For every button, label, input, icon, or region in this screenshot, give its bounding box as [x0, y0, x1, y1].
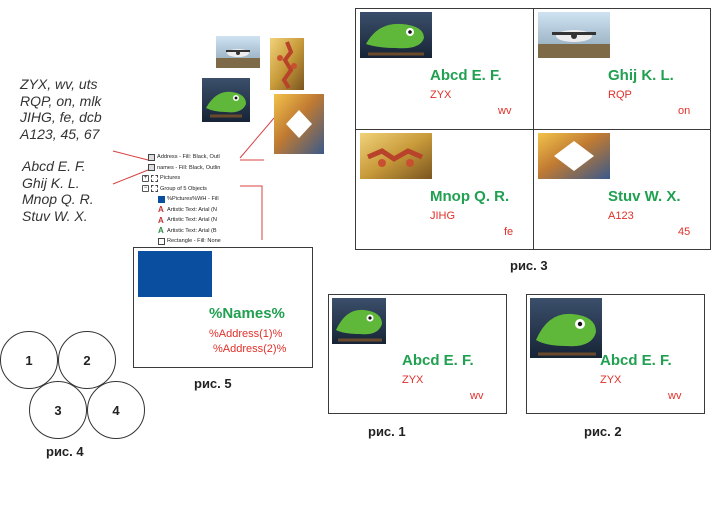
tree-item-label: Artistic Text: Arial (B [167, 227, 217, 234]
card-name: Mnop Q. R. [430, 188, 510, 205]
card-name: Abcd E. F. [430, 67, 502, 84]
card-address-1: ZYX [600, 374, 622, 386]
card-address-2: 45 [678, 226, 691, 238]
tree-item[interactable]: %Pictures%WH - Fill [142, 194, 221, 205]
group-icon [151, 174, 158, 182]
text-object-icon [148, 164, 155, 172]
address-list: ZYX, wv, uts RQP, on, mlk JIHG, fe, dcb … [20, 76, 102, 142]
chameleon-thumbnail [202, 78, 250, 122]
tree-item-label: names - Fill: Black, Outlin [157, 164, 221, 171]
card-address-2: on [678, 105, 691, 117]
lobster-image [360, 133, 432, 179]
card-name: Abcd E. F. [600, 352, 672, 369]
caption-fig2: рис. 2 [584, 424, 622, 439]
card-address-1: ZYX [430, 89, 452, 101]
group-icon [151, 185, 158, 193]
card-address-1: RQP [608, 89, 632, 101]
single-card: Abcd E. F. ZYX wv [526, 294, 705, 414]
tree-item[interactable]: − Group of 5 Objects [142, 184, 221, 195]
address-line: ZYX, wv, uts [20, 76, 98, 92]
tree-item-label: Pictures [160, 175, 181, 181]
airplane-image [538, 12, 610, 58]
names-list: Abcd E. F. Ghij K. L. Mnop Q. R. Stuv W.… [22, 158, 94, 224]
tree-item-label: Rectangle - Fill: None [167, 238, 221, 244]
diamond-thumbnail [274, 94, 324, 154]
template-address-2: %Address(2)% [213, 343, 287, 355]
card-address-2: wv [498, 105, 512, 117]
name-line: Mnop Q. R. [22, 191, 94, 207]
template-name: %Names% [209, 305, 285, 322]
name-line: Abcd E. F. [22, 158, 86, 174]
address-line: JIHG, fe, dcb [20, 109, 102, 125]
chameleon-image [530, 298, 602, 358]
tree-item-label: Address - Fill: Black, Outl [157, 154, 220, 160]
artistic-text-icon: A [158, 215, 164, 225]
tree-item[interactable]: Address - Fill: Black, Outl [142, 152, 221, 163]
lobster-thumbnail [270, 38, 304, 90]
card-address-2: wv [470, 390, 484, 402]
card-address-1: A123 [608, 210, 634, 222]
merged-card: Abcd E. F. ZYX wv [356, 9, 533, 129]
merged-card: Ghij K. L. RQP on [534, 9, 711, 129]
circle-2: 2 [58, 331, 116, 389]
single-card: Abcd E. F. ZYX wv [328, 294, 507, 414]
caption-fig1: рис. 1 [368, 424, 406, 439]
artistic-text-icon: A [158, 226, 164, 236]
object-tree: Address - Fill: Black, Outl names - Fill… [142, 152, 221, 247]
collapse-icon[interactable]: − [142, 185, 149, 193]
circle-label: 3 [54, 402, 62, 418]
template-card: %Names% %Address(1)% %Address(2)% [133, 247, 313, 368]
caption-fig3: рис. 3 [510, 258, 548, 273]
tree-item[interactable]: + Pictures [142, 173, 221, 184]
blue-rectangle-icon [158, 195, 165, 203]
tree-item-label: %Pictures%WH - Fill [167, 196, 219, 202]
tree-item-label: Group of 5 Objects [160, 185, 207, 192]
circle-3: 3 [29, 381, 87, 439]
rectangle-icon [158, 237, 165, 245]
text-object-icon [148, 153, 155, 161]
artistic-text-icon: A [158, 205, 164, 215]
picture-placeholder [138, 251, 212, 297]
card-name: Abcd E. F. [402, 352, 474, 369]
caption-fig5: рис. 5 [194, 376, 232, 391]
chameleon-image [360, 12, 432, 58]
tree-item-label: Artistic Text: Arial (N [167, 206, 217, 213]
circle-1: 1 [0, 331, 58, 389]
card-address-2: fe [504, 226, 514, 238]
circle-label: 4 [112, 402, 120, 418]
merged-card: Stuv W. X. A123 45 [534, 130, 711, 250]
address-line: A123, 45, 67 [20, 125, 100, 142]
card-address-2: wv [668, 390, 682, 402]
diamond-image [538, 133, 610, 179]
name-line: Stuv W. X. [22, 207, 88, 224]
airplane-thumbnail [216, 36, 260, 68]
card-address-1: JIHG [430, 210, 456, 222]
circle-4: 4 [87, 381, 145, 439]
tree-item[interactable]: Rectangle - Fill: None [142, 236, 221, 247]
grid-divider-horizontal [356, 129, 710, 130]
merged-card: Mnop Q. R. JIHG fe [356, 130, 533, 250]
card-address-1: ZYX [402, 374, 424, 386]
circle-label: 2 [83, 352, 91, 368]
card-name: Stuv W. X. [608, 188, 681, 205]
cards-grid: Abcd E. F. ZYX wv Ghij K. L. RQP on Mnop… [355, 8, 711, 250]
address-line: RQP, on, mlk [20, 92, 102, 109]
caption-fig4: рис. 4 [46, 444, 84, 459]
name-line: Ghij K. L. [22, 174, 80, 191]
tree-item-label: Artistic Text: Arial (N [167, 217, 217, 223]
tree-item[interactable]: names - Fill: Black, Outlin [142, 163, 221, 174]
card-name: Ghij K. L. [608, 67, 674, 84]
template-address-1: %Address(1)% [209, 328, 283, 340]
circle-label: 1 [25, 352, 33, 368]
chameleon-image [332, 298, 386, 344]
expand-icon[interactable]: + [142, 174, 149, 182]
